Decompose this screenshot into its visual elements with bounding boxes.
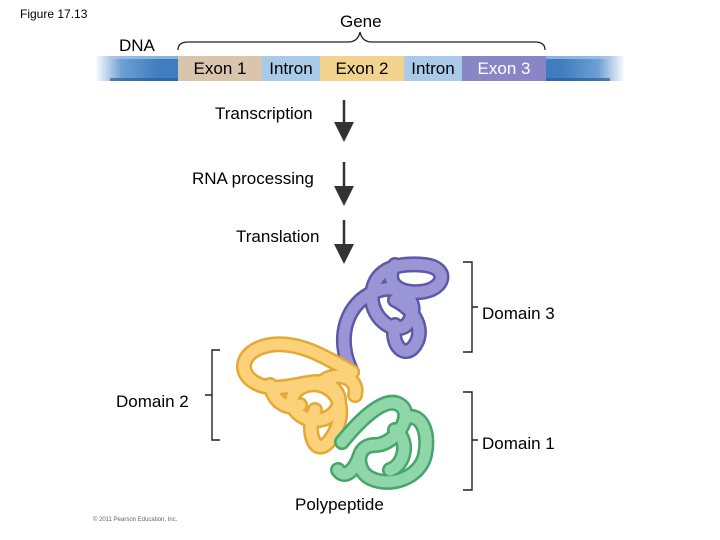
domain-1-bracket — [463, 391, 478, 491]
figure-label: Figure 17.13 — [20, 7, 88, 21]
domain-3-bracket — [463, 261, 478, 353]
domain-3-coil — [336, 256, 450, 380]
intron-1-segment: Intron — [262, 56, 320, 81]
polypeptide-label: Polypeptide — [295, 495, 384, 514]
translation-label: Translation — [236, 227, 320, 246]
exon-2-segment: Exon 2 — [320, 56, 404, 81]
domain-2-label: Domain 2 — [116, 392, 189, 411]
rna-processing-label: RNA processing — [192, 169, 314, 188]
intron-1-label: Intron — [269, 59, 313, 78]
exon-1-segment: Exon 1 — [178, 56, 262, 81]
gene-label: Gene — [340, 12, 382, 31]
domain-2-bracket — [205, 349, 220, 441]
domain-1-coil — [330, 394, 435, 490]
copyright-notice: © 2011 Pearson Education, Inc. — [93, 517, 178, 523]
exon-1-label: Exon 1 — [193, 59, 247, 78]
domain-2-coil — [236, 336, 364, 455]
transcription-label: Transcription — [215, 104, 313, 123]
exon-2-label: Exon 2 — [335, 59, 389, 78]
domain-3-label: Domain 3 — [482, 304, 555, 323]
intron-2-label: Intron — [411, 59, 455, 78]
domain-1-label: Domain 1 — [482, 434, 555, 453]
exon-3-label: Exon 3 — [477, 59, 531, 78]
dna-label: DNA — [119, 36, 155, 55]
intron-2-segment: Intron — [404, 56, 462, 81]
gene-brace — [177, 31, 546, 51]
exon-3-segment: Exon 3 — [462, 56, 546, 81]
